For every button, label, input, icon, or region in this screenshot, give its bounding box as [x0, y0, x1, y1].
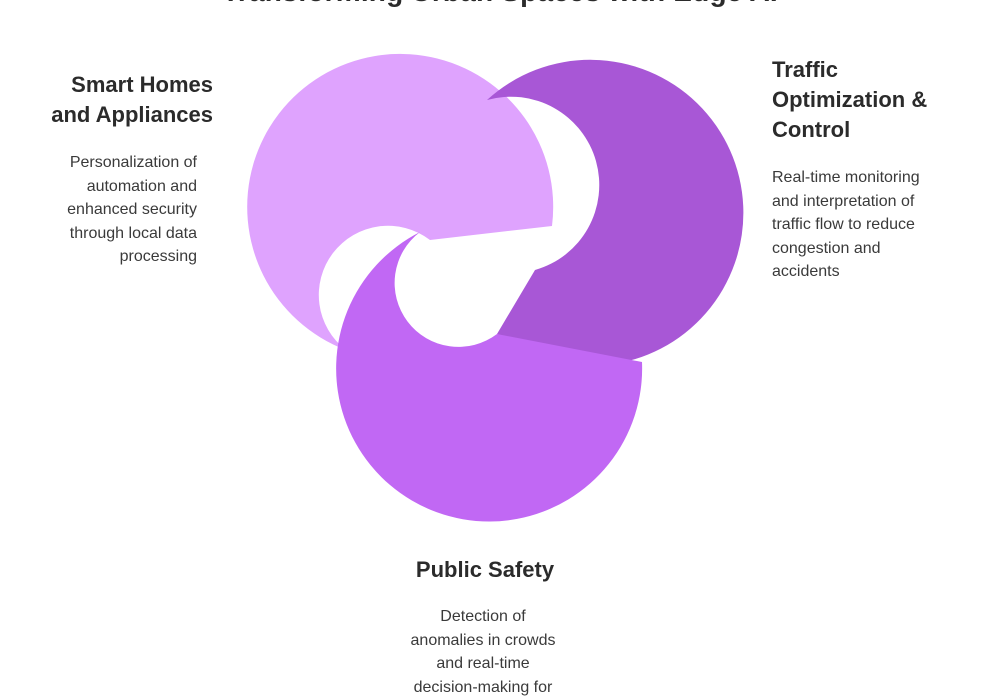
smart-homes-circle	[247, 53, 554, 351]
public-safety-circle	[336, 232, 643, 522]
smart-homes-heading: Smart Homes and Appliances	[30, 70, 213, 130]
diagram-title: Transforming Urban Spaces with Edge AI	[0, 0, 1000, 8]
traffic-description-line: Real-time monitoring	[772, 169, 920, 186]
traffic-heading-line: Traffic	[772, 57, 839, 82]
public-safety-heading-line: Public Safety	[415, 557, 555, 582]
traffic-description: Real-time monitoring and interpretation …	[772, 166, 972, 284]
smart-homes-description-line: processing	[119, 248, 197, 265]
public-safety-description: Detection of anomalies in crowds and rea…	[383, 605, 583, 699]
traffic-description-line: congestion and	[772, 239, 881, 257]
traffic-circle	[487, 59, 744, 366]
smart-homes-heading-line: Smart Homes	[71, 72, 213, 97]
public-safety-description-line: anomalies in crowds	[410, 631, 556, 649]
public-safety-description-line: and real-time	[436, 655, 530, 672]
public-safety-description-line: decision-making for	[413, 678, 553, 696]
traffic-description-line: traffic flow to reduce	[772, 216, 915, 233]
traffic-description-line: and interpretation of	[772, 192, 915, 210]
public-safety-description-line: Detection of	[440, 608, 526, 625]
traffic-heading: Traffic Optimization & Control	[772, 55, 972, 145]
traffic-heading-line: Control	[772, 117, 851, 142]
smart-homes-description-line: Personalization of	[69, 154, 197, 171]
public-safety-heading: Public Safety	[385, 555, 585, 585]
smart-homes-description-line: through local data	[69, 224, 197, 242]
traffic-description-line: accidents	[772, 263, 840, 280]
smart-homes-description: Personalization of automation and enhanc…	[20, 151, 197, 269]
smart-homes-description-line: enhanced security	[67, 201, 197, 218]
traffic-heading-line: Optimization &	[772, 87, 928, 112]
smart-homes-heading-line: and Appliances	[51, 102, 213, 127]
smart-homes-description-line: automation and	[86, 177, 197, 195]
